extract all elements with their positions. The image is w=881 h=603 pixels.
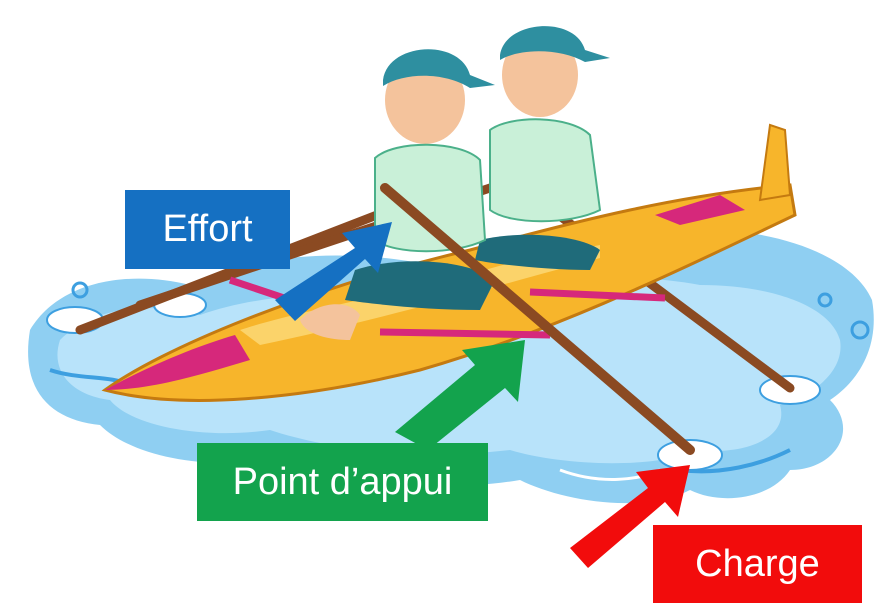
rower-back — [475, 26, 610, 270]
point-appui-arrow — [395, 340, 525, 450]
rower-front — [300, 49, 495, 340]
effort-label: Effort — [125, 190, 290, 269]
oar-front — [380, 183, 695, 455]
charge-arrow — [570, 465, 690, 568]
charge-label: Charge — [653, 525, 862, 603]
point-appui-label: Point d’appui — [197, 443, 488, 521]
effort-arrow — [275, 222, 392, 321]
